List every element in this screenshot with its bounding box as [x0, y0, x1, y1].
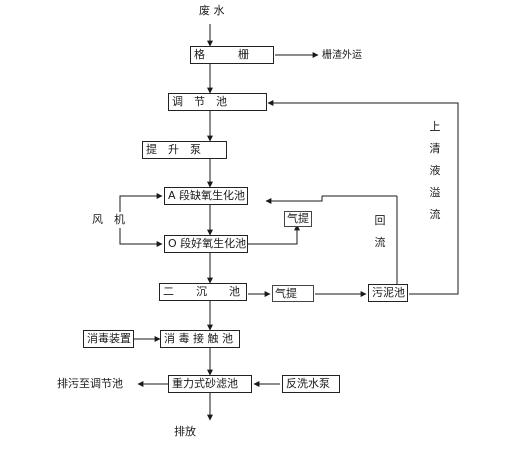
- regulating-tank-text: 调 节 池: [172, 95, 227, 108]
- air-lift-1-text: 气提: [287, 212, 309, 225]
- gravity-sand-filter-box: 重力式砂滤池: [168, 375, 252, 393]
- backwash-pump-text: 反洗水泵: [286, 377, 330, 390]
- return-flow-label: 回流: [374, 214, 386, 249]
- grille-text: 格 栅: [194, 48, 249, 61]
- air-lift-1-box: 气提: [284, 211, 312, 227]
- grille-box: 格 栅: [190, 46, 274, 64]
- regulating-tank-box: 调 节 池: [168, 93, 267, 111]
- arrow-blower-to-aerobic: [119, 228, 163, 247]
- supernatant-overflow-label: 上清液溢流: [429, 120, 441, 221]
- arrow-overflow-to-regulating: [267, 100, 459, 295]
- aerobic-tank-text: O 段好氧生化池: [168, 237, 247, 250]
- aerobic-tank-box: O 段好氧生化池: [164, 235, 248, 253]
- drain-to-regulating-label: 排污至调节池: [57, 377, 123, 390]
- secondary-clarifier-text: 二 沉 池: [163, 285, 240, 298]
- disinfection-contact-tank-text: 消 毒 接 触 池: [164, 332, 233, 345]
- lift-pump-box: 提 升 泵: [142, 141, 227, 159]
- arrow-return-to-anoxic: [265, 196, 323, 204]
- secondary-clarifier-box: 二 沉 池: [159, 283, 247, 301]
- disinfection-device-text: 消毒装置: [87, 332, 131, 345]
- lift-pump-text: 提 升 泵: [146, 143, 201, 156]
- blower-label: 风 机: [92, 213, 125, 226]
- arrow-blower-to-anoxic: [119, 193, 163, 212]
- gravity-sand-filter-text: 重力式砂滤池: [172, 377, 238, 390]
- anoxic-tank-box: A 段缺氧生化池: [164, 187, 248, 205]
- disinfection-contact-tank-box: 消 毒 接 触 池: [160, 330, 240, 348]
- residue-outlet-label: 栅渣外运: [322, 50, 362, 61]
- air-lift-2-box: 气提: [272, 285, 314, 302]
- anoxic-tank-text: A 段缺氧生化池: [168, 189, 246, 202]
- backwash-pump-box: 反洗水泵: [282, 375, 340, 393]
- disinfection-device-box: 消毒装置: [83, 330, 134, 348]
- arrow-aerobic-to-airlift: [248, 224, 300, 245]
- sludge-tank-text: 污泥池: [372, 286, 405, 299]
- wastewater-label: 废 水: [199, 4, 225, 17]
- air-lift-2-text: 气提: [275, 287, 297, 300]
- discharge-label: 排放: [174, 425, 196, 438]
- sludge-tank-box: 污泥池: [368, 284, 408, 302]
